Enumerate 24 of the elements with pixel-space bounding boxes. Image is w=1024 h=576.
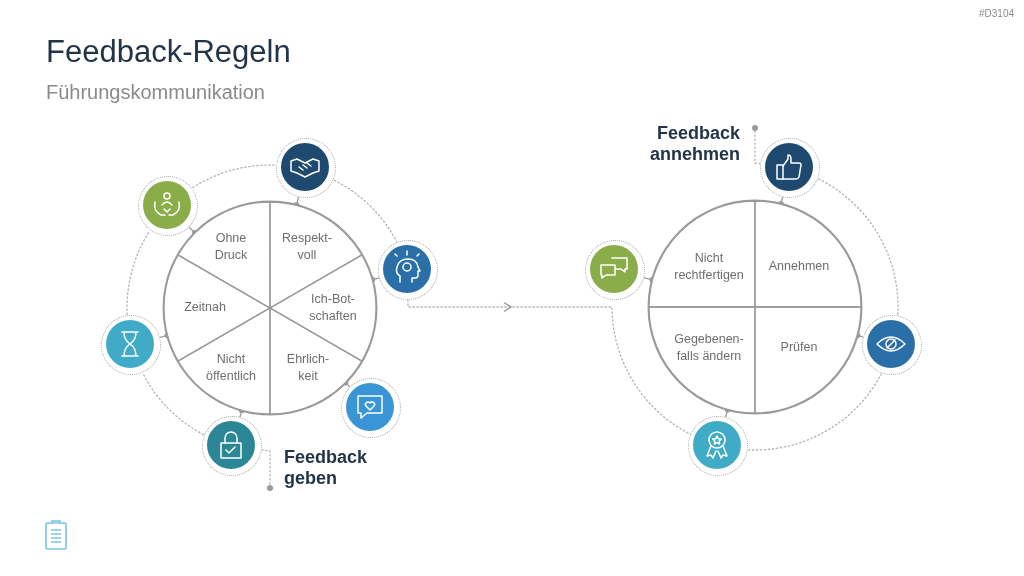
segment-label: Nicht rechtfertigen — [673, 249, 745, 284]
segment-label: Ich-Bot- schaften — [308, 290, 358, 325]
segment-label: Nicht öffentlich — [205, 350, 257, 385]
slide-code: #D3104 — [978, 8, 1014, 19]
section-heading: Feedback annehmen — [648, 123, 740, 166]
segment-label: Prüfen — [779, 339, 819, 357]
dotted-leader-line — [748, 373, 882, 451]
segment-label: Annehmen — [767, 258, 831, 276]
dotted-leader-line — [142, 373, 204, 436]
segment-label: Zeitnah — [183, 299, 227, 317]
subtitle: Führungskommunikation — [46, 81, 265, 104]
segment-label: Ohne Druck — [213, 229, 249, 264]
dotted-leader-line — [192, 164, 276, 189]
dotted-leader-line — [333, 179, 398, 242]
segment-label: Gegebenen- falls ändern — [673, 330, 745, 365]
title: Feedback-Regeln — [46, 34, 291, 70]
dotted-leader-line — [818, 178, 899, 316]
dotted-leader-line — [261, 449, 273, 491]
segment-label: Respekt- voll — [281, 229, 333, 264]
dotted-leader-line — [126, 230, 151, 315]
section-heading: Feedback geben — [284, 447, 369, 490]
segment-label: Ehrlich- keit — [285, 350, 331, 385]
icon-badge — [138, 176, 198, 236]
dotted-leader-line — [752, 125, 761, 165]
